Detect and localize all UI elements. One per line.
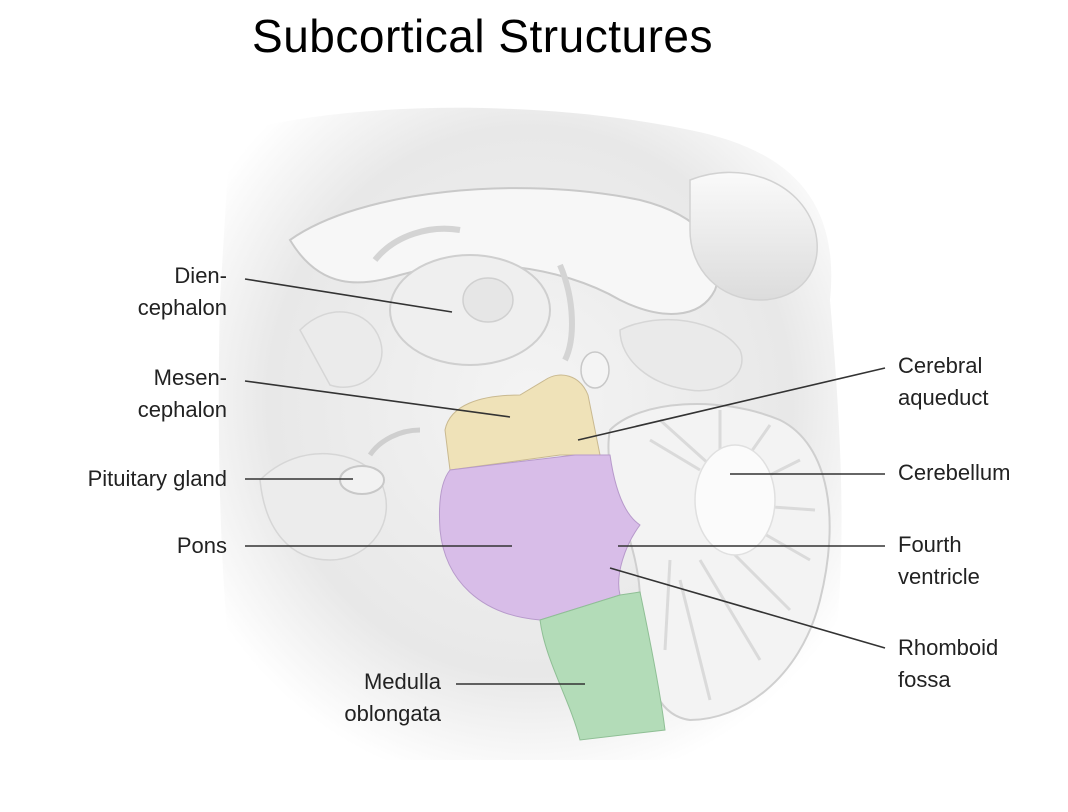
- label-cerebellum: Cerebellum: [898, 460, 1011, 485]
- mesencephalon-region: [444, 374, 601, 471]
- label-medulla-oblongata: Medulla oblongata: [344, 669, 441, 726]
- medulla-region: [539, 591, 666, 741]
- cerebellum-shape: [607, 402, 831, 722]
- label-fourth-ventricle: Fourth ventricle: [898, 532, 980, 589]
- label-pons: Pons: [176, 533, 227, 558]
- label-lines: [244, 278, 886, 685]
- label-mesencephalon: Mesen- cephalon: [137, 365, 227, 422]
- label-rhomboid-fossa: Rhomboid fossa: [898, 635, 999, 692]
- slide-title: Subcortical Structures: [252, 10, 713, 62]
- label-diencephalon: Dien- cephalon: [137, 263, 227, 320]
- label-pituitary-gland: Pituitary gland: [87, 466, 227, 491]
- label-cerebral-aqueduct: Cerebral aqueduct: [898, 353, 989, 410]
